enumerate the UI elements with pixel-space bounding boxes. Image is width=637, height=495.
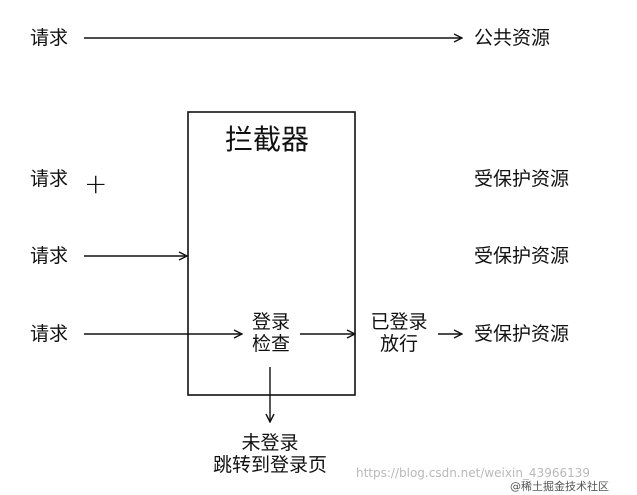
not-logged-in-line1: 未登录 xyxy=(241,432,299,454)
request-3-label: 请求 xyxy=(30,323,69,345)
protected-resource-1: 受保护资源 xyxy=(474,168,570,190)
not-logged-in-line2: 跳转到登录页 xyxy=(212,454,327,476)
interceptor-box xyxy=(187,111,356,396)
logged-in-label: 已登录 放行 xyxy=(362,311,436,355)
login-check-line1: 登录 xyxy=(251,311,290,333)
juejin-watermark: @稀土掘金技术社区 xyxy=(510,480,609,493)
csdn-watermark: https://blog.csdn.net/weixin_43966139 xyxy=(356,466,591,480)
protected-resource-3: 受保护资源 xyxy=(474,323,570,345)
not-logged-in-label: 未登录 跳转到登录页 xyxy=(198,432,342,476)
request-2-label: 请求 xyxy=(30,245,69,267)
request-top-label: 请求 xyxy=(30,27,69,49)
logged-in-line2: 放行 xyxy=(379,333,418,355)
login-check-line2: 检查 xyxy=(251,333,290,355)
protected-resource-2: 受保护资源 xyxy=(474,245,570,267)
public-resource-label: 公共资源 xyxy=(474,27,551,49)
login-check-label: 登录 检查 xyxy=(242,311,300,355)
interceptor-title: 拦截器 xyxy=(225,123,310,156)
request-1-label: 请求 xyxy=(30,168,69,190)
logged-in-line1: 已登录 xyxy=(370,311,428,333)
plus-sign: + xyxy=(84,167,108,200)
